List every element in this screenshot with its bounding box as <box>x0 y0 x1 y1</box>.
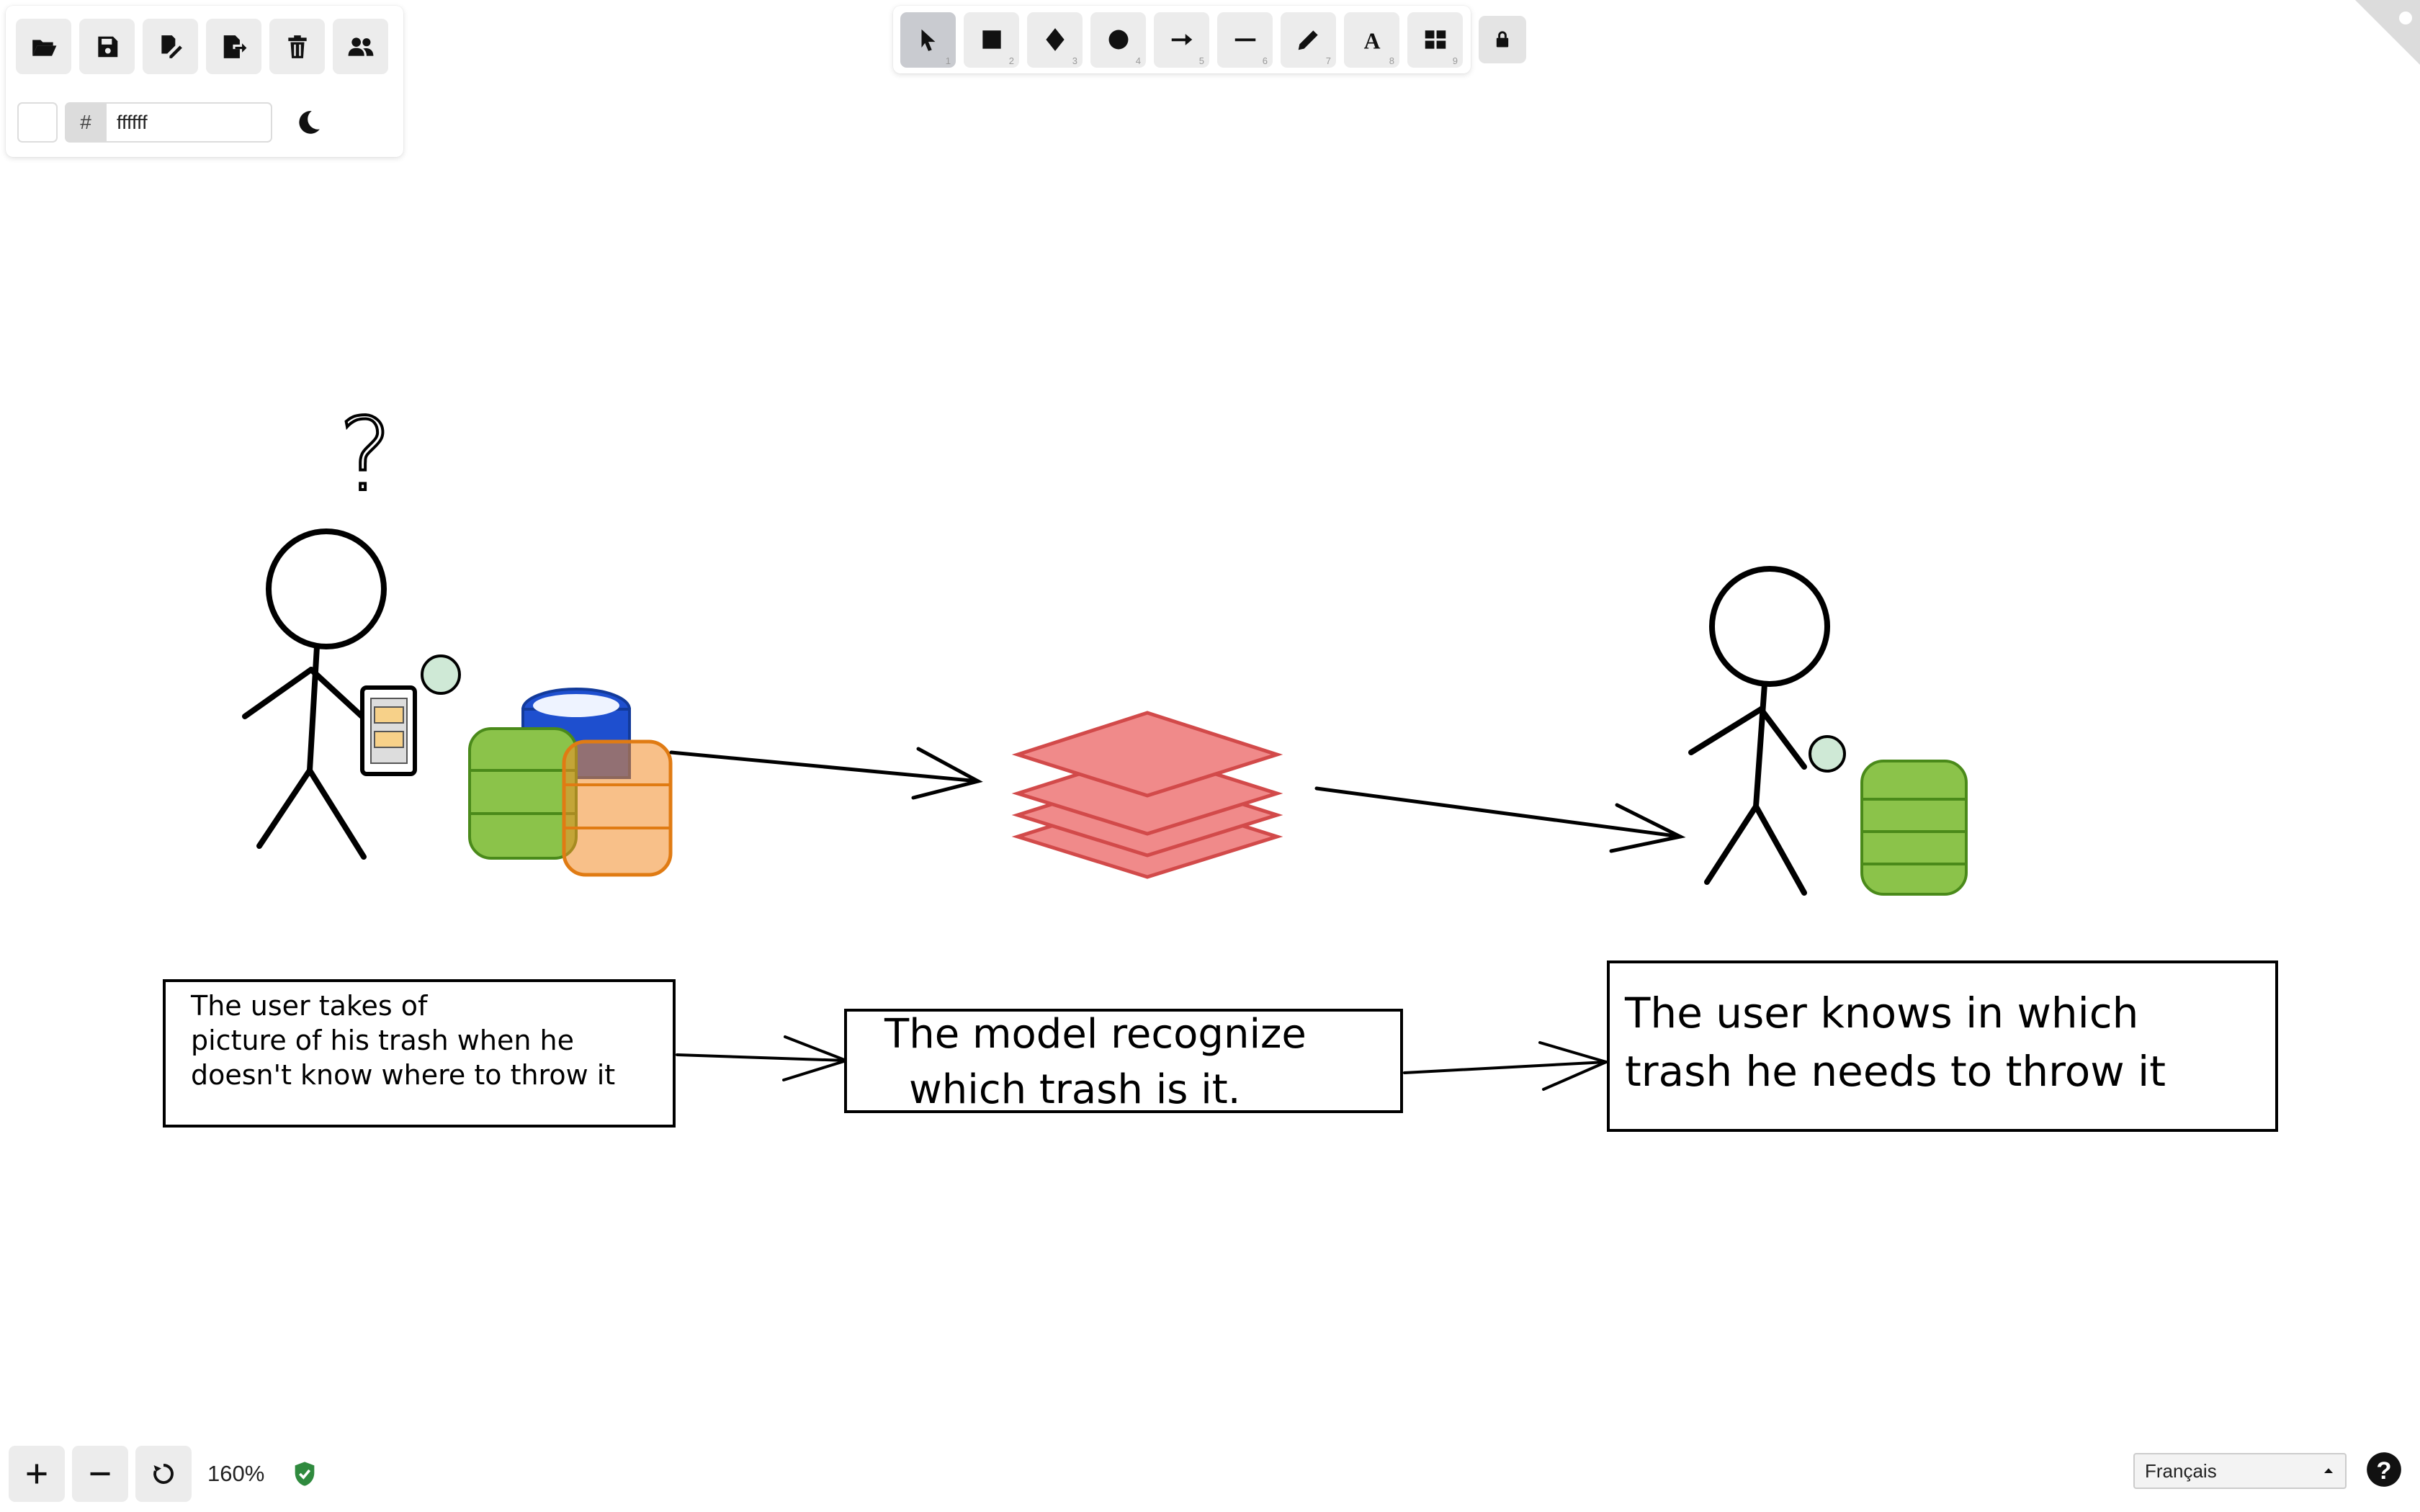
box3-line1: The user knows in which <box>1624 989 2138 1038</box>
phone-drawing <box>360 685 417 776</box>
hash-label: # <box>65 102 107 143</box>
tool-key: 4 <box>1135 55 1141 66</box>
lock-tool-button[interactable] <box>1479 16 1526 63</box>
trash-icon <box>287 35 307 58</box>
tool-key: 6 <box>1262 55 1268 66</box>
tool-key: 8 <box>1389 55 1394 66</box>
tool-key: 2 <box>1008 55 1014 66</box>
zoom-out-button[interactable] <box>72 1446 128 1502</box>
text-box-model-recognize[interactable]: The model recognize which trash is it. <box>844 1009 1403 1113</box>
dark-mode-toggle[interactable] <box>287 101 330 144</box>
zoom-controls: 160% <box>9 1446 319 1502</box>
color-hex-input[interactable] <box>107 102 272 143</box>
tool-arrow[interactable]: 5 <box>1154 12 1209 68</box>
language-selected: Français <box>2145 1459 2217 1482</box>
tool-key: 5 <box>1198 55 1204 66</box>
zoom-in-button[interactable] <box>9 1446 65 1502</box>
folder-open-icon <box>32 40 56 56</box>
save-icon <box>97 36 117 57</box>
green-trash-bin[interactable] <box>1860 760 1968 896</box>
export-icon <box>223 35 246 58</box>
model-layers-icon[interactable] <box>1011 711 1283 879</box>
recycle-ball-right <box>1809 735 1846 773</box>
plus-icon <box>27 1464 47 1484</box>
box2-line2: which trash is it. <box>909 1066 1241 1113</box>
tool-ellipse[interactable]: 4 <box>1090 12 1146 68</box>
tool-diamond[interactable]: 3 <box>1027 12 1083 68</box>
tool-key: 9 <box>1452 55 1458 66</box>
language-select[interactable]: Français <box>2133 1453 2347 1489</box>
tool-key: 3 <box>1072 55 1077 66</box>
box3-line2: trash he needs to throw it <box>1625 1047 2166 1096</box>
lock-icon <box>1496 31 1509 48</box>
tool-line[interactable]: 6 <box>1217 12 1273 68</box>
tool-key: 1 <box>945 55 951 66</box>
edit-file-icon <box>161 35 182 58</box>
circle-icon <box>1108 30 1128 50</box>
arrow-to-model[interactable] <box>669 747 983 800</box>
pointer-icon <box>921 29 935 51</box>
shield-check-icon[interactable] <box>290 1459 319 1488</box>
moon-icon <box>299 111 320 134</box>
svg-text:?: ? <box>2376 1457 2391 1485</box>
tool-library[interactable]: 9 <box>1407 12 1463 68</box>
reset-icon <box>153 1464 174 1484</box>
tool-draw[interactable]: 7 <box>1281 12 1336 68</box>
help-icon[interactable]: ? <box>2365 1451 2403 1488</box>
clear-canvas-button[interactable] <box>269 19 325 74</box>
box1-line3: doesn't know where to throw it <box>191 1059 615 1091</box>
box1-line1: The user takes of <box>190 990 429 1022</box>
tool-rectangle[interactable]: 2 <box>964 12 1019 68</box>
shape-toolbar: 1 2 3 4 5 6 7 A 8 9 <box>893 6 1471 73</box>
minus-icon <box>90 1472 110 1476</box>
open-button[interactable] <box>16 19 71 74</box>
caret-up-icon <box>2324 1468 2333 1473</box>
save-button[interactable] <box>79 19 135 74</box>
tool-key: 7 <box>1325 55 1331 66</box>
file-actions <box>16 19 388 74</box>
arrow-box2-to-box3[interactable] <box>1403 1041 1610 1091</box>
text-box-user-takes-picture[interactable]: The user takes of picture of his trash w… <box>163 979 676 1128</box>
reset-zoom-button[interactable] <box>135 1446 192 1502</box>
save-as-button[interactable] <box>143 19 198 74</box>
stick-figure-right[interactable] <box>1688 566 1830 896</box>
recycle-ball-left <box>421 654 461 695</box>
box2-line1: The model recognize <box>884 1011 1307 1058</box>
zoom-value: 160% <box>207 1461 265 1486</box>
arrow-box1-to-box2[interactable] <box>676 1035 851 1081</box>
diamond-icon <box>1045 28 1065 51</box>
export-button[interactable] <box>206 19 261 74</box>
github-corner-icon[interactable] <box>2355 0 2420 65</box>
tool-text[interactable]: A 8 <box>1344 12 1399 68</box>
arrow-icon <box>1171 34 1192 45</box>
square-icon <box>982 30 1001 49</box>
line-icon <box>1234 38 1255 42</box>
pencil-icon <box>1298 30 1318 50</box>
library-icon <box>1425 30 1446 49</box>
text-box-user-knows[interactable]: The user knows in which trash he needs t… <box>1607 960 2278 1132</box>
text-icon: A <box>1363 29 1380 53</box>
stick-figure-left[interactable] <box>242 528 387 860</box>
collaboration-button[interactable] <box>333 19 388 74</box>
trash-bins-group[interactable] <box>468 688 673 877</box>
question-mark: ? <box>339 397 392 514</box>
tool-selection[interactable]: 1 <box>900 12 956 68</box>
box1-line2: picture of his trash when he <box>191 1025 574 1056</box>
arrow-to-user[interactable] <box>1314 786 1686 853</box>
background-color-picker: # <box>17 101 330 144</box>
users-icon <box>348 37 373 56</box>
svg-text:A: A <box>1363 29 1380 53</box>
menu-panel: # <box>6 6 403 157</box>
color-swatch[interactable] <box>17 102 58 143</box>
